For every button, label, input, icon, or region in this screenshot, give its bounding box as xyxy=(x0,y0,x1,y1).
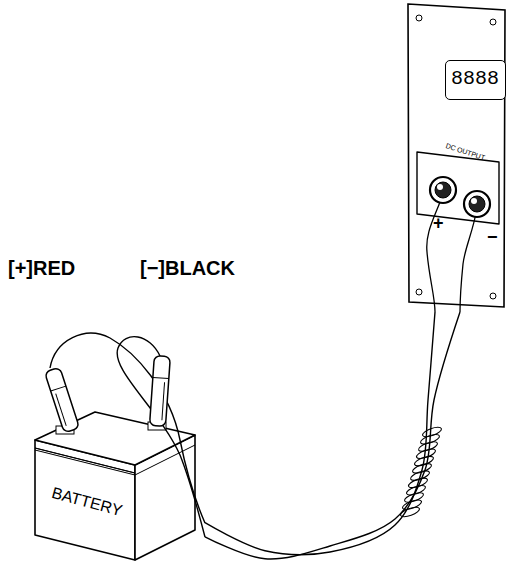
battery: BATTERY xyxy=(30,330,205,565)
display-digits: 8888 xyxy=(451,69,499,89)
digital-display: 8888 xyxy=(445,60,506,100)
wire-coil xyxy=(399,425,442,518)
polarity-sign: + xyxy=(433,214,444,232)
wire-color-label: [+]RED xyxy=(8,258,75,278)
coil-turn xyxy=(421,425,442,438)
battery-outline xyxy=(30,330,205,565)
connectors xyxy=(205,312,460,559)
output-panel-outline xyxy=(405,2,507,312)
lead-wire xyxy=(205,312,460,559)
polarity-sign: − xyxy=(487,228,498,246)
lead-wire xyxy=(205,312,435,555)
wire-color-label: [−]BLACK xyxy=(140,258,235,278)
output-panel: DC OUTPUT+−8888 xyxy=(405,2,507,312)
